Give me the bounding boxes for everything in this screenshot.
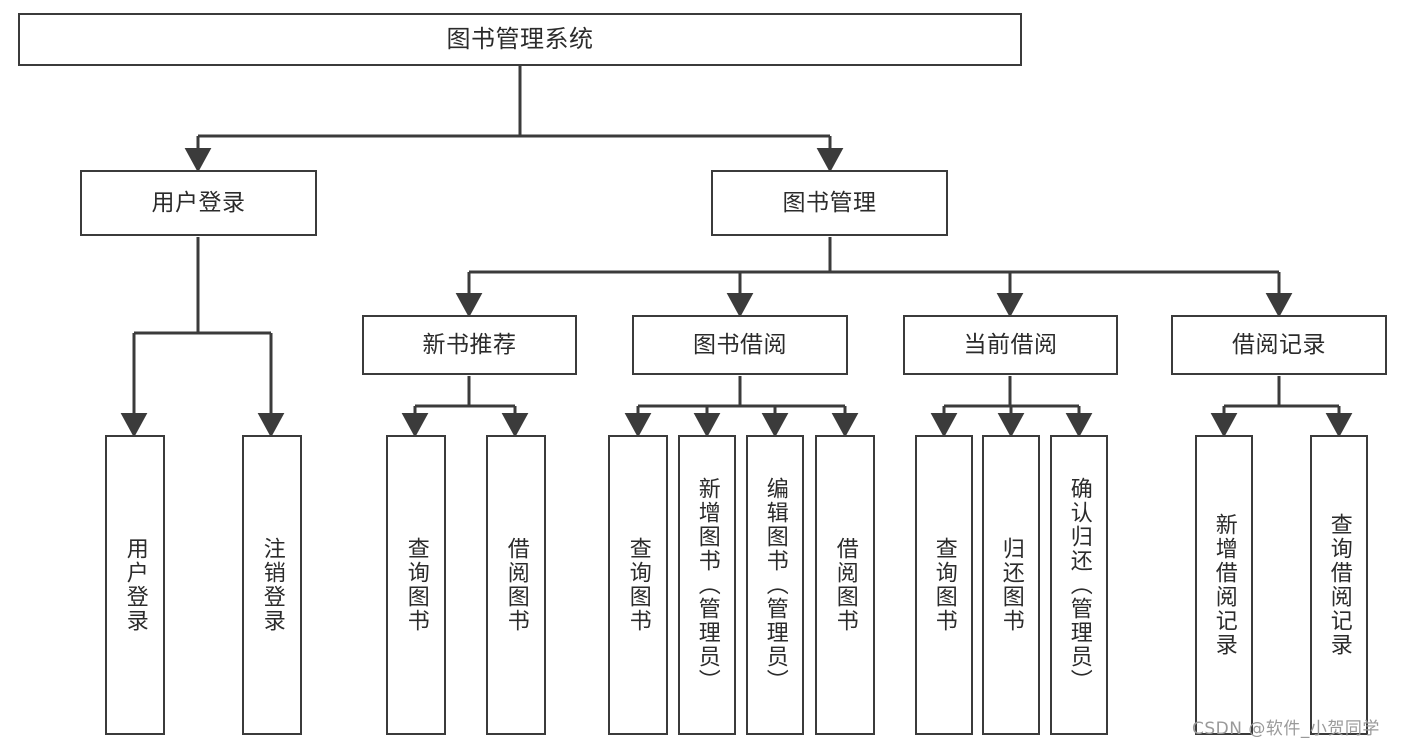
node-current-borrowing[interactable]: 当前借阅 bbox=[903, 315, 1118, 375]
node-book-management[interactable]: 图书管理 bbox=[711, 170, 948, 236]
node-label: 借阅图书 bbox=[832, 537, 858, 633]
node-label: 新书推荐 bbox=[422, 331, 517, 358]
leaf-user-login[interactable]: 用户登录 bbox=[105, 435, 165, 735]
node-label: 借阅图书 bbox=[503, 537, 529, 633]
node-label: 用户登录 bbox=[122, 537, 148, 633]
node-label: 注销登录 bbox=[259, 537, 285, 633]
node-label: 归还图书 bbox=[998, 537, 1024, 633]
node-label: 编辑图书（管理员） bbox=[762, 477, 788, 693]
csdn-watermark: CSDN @软件_小贺同学 bbox=[1192, 719, 1380, 739]
leaf-add-book-admin[interactable]: 新增图书（管理员） bbox=[678, 435, 736, 735]
node-label: 查询图书 bbox=[931, 537, 957, 633]
leaf-query-borrow-record[interactable]: 查询借阅记录 bbox=[1310, 435, 1368, 735]
node-label: 查询图书 bbox=[403, 537, 429, 633]
node-label: 借阅记录 bbox=[1232, 331, 1326, 358]
leaf-query-book-current[interactable]: 查询图书 bbox=[915, 435, 973, 735]
node-new-book-recommendation[interactable]: 新书推荐 bbox=[362, 315, 577, 375]
node-book-borrowing[interactable]: 图书借阅 bbox=[632, 315, 848, 375]
node-label: 查询图书 bbox=[625, 537, 651, 633]
leaf-logout[interactable]: 注销登录 bbox=[242, 435, 302, 735]
node-book-management-system[interactable]: 图书管理系统 bbox=[18, 13, 1022, 66]
node-label: 新增借阅记录 bbox=[1211, 513, 1237, 657]
node-borrowing-record[interactable]: 借阅记录 bbox=[1171, 315, 1387, 375]
leaf-query-book-new-book[interactable]: 查询图书 bbox=[386, 435, 446, 735]
node-label: 新增图书（管理员） bbox=[694, 477, 720, 693]
node-label: 确认归还（管理员） bbox=[1066, 477, 1092, 693]
node-user-login[interactable]: 用户登录 bbox=[80, 170, 317, 236]
node-label: 当前借阅 bbox=[963, 331, 1058, 358]
node-label: 图书管理系统 bbox=[446, 24, 594, 53]
leaf-return-book[interactable]: 归还图书 bbox=[982, 435, 1040, 735]
node-label: 查询借阅记录 bbox=[1326, 513, 1352, 657]
leaf-borrow-book-borrow[interactable]: 借阅图书 bbox=[815, 435, 875, 735]
node-label: 图书借阅 bbox=[693, 331, 787, 358]
node-label: 图书管理 bbox=[782, 189, 877, 216]
leaf-confirm-return-admin[interactable]: 确认归还（管理员） bbox=[1050, 435, 1108, 735]
leaf-add-borrow-record[interactable]: 新增借阅记录 bbox=[1195, 435, 1253, 735]
leaf-borrow-book-new-book[interactable]: 借阅图书 bbox=[486, 435, 546, 735]
node-label: 用户登录 bbox=[151, 189, 246, 216]
leaf-edit-book-admin[interactable]: 编辑图书（管理员） bbox=[746, 435, 804, 735]
leaf-query-book-borrow[interactable]: 查询图书 bbox=[608, 435, 668, 735]
